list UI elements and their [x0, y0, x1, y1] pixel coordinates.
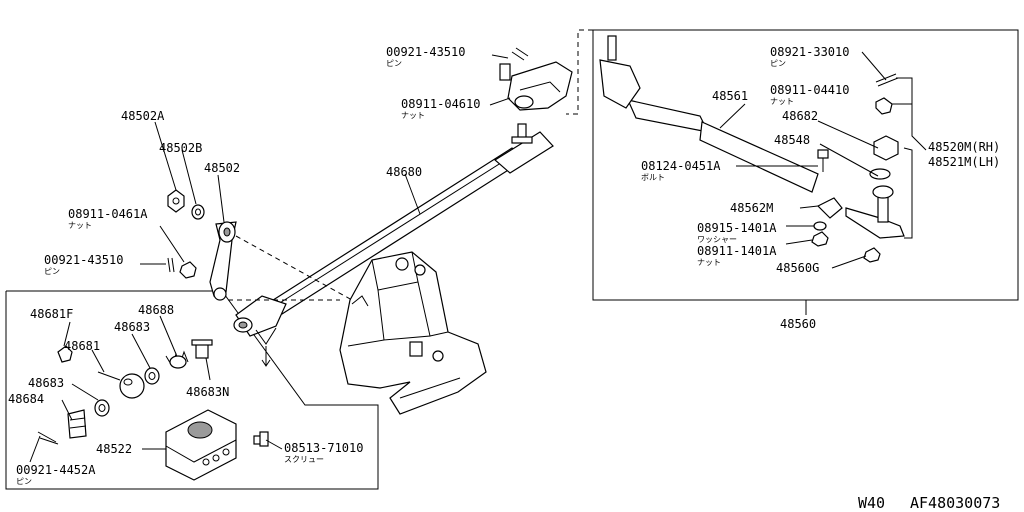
- washer-48502b: [191, 204, 205, 220]
- sublabel-s2: ナット: [401, 111, 425, 120]
- label-l16: 48522: [96, 442, 132, 456]
- label-l27: 48562M: [730, 201, 773, 215]
- label-l11: 48683: [114, 320, 150, 334]
- sublabel-s10: ワッシャー: [697, 235, 737, 244]
- label-l7: 08911-0461A: [68, 207, 148, 221]
- sublabel-s9: ボルト: [641, 173, 665, 182]
- label-l20: 08911-04410: [770, 83, 849, 97]
- seat-48683-upper: [144, 367, 160, 385]
- pitman-arm-48502: [209, 221, 237, 301]
- detail-arrow: [261, 346, 271, 367]
- label-l23: 48548: [774, 133, 810, 147]
- nut-08911-0461a: [179, 261, 197, 279]
- label-l30: 48560G: [776, 261, 819, 275]
- label-l13: 48683N: [186, 385, 229, 399]
- washer-08915-1401a: [813, 221, 827, 231]
- label-l12: 48681: [64, 339, 100, 353]
- sublabel-s1: ピン: [386, 59, 402, 68]
- pitman-dashed-link: [235, 235, 353, 301]
- label-l24: 48520M(RH): [928, 140, 1000, 154]
- label-l28: 08915-1401A: [697, 221, 777, 235]
- label-l2: 08911-04610: [401, 97, 480, 111]
- tie-rod-end-48520m: [845, 185, 905, 239]
- sublabel-s8: ナット: [770, 97, 794, 106]
- label-l26: 08124-0451A: [641, 159, 721, 173]
- knuckle-arm-upper: [499, 47, 573, 111]
- cotter-pin-left: [167, 257, 175, 273]
- label-l6: 48680: [386, 165, 422, 179]
- label-l22: 48682: [782, 109, 818, 123]
- nut-08911-04410: [875, 97, 893, 115]
- tie-rod-48561: [599, 35, 819, 193]
- right-frame-dashed-link: [566, 29, 593, 115]
- label-l10: 48688: [138, 303, 174, 317]
- label-l1: 00921-43510: [386, 45, 465, 59]
- label-l18: 00921-4452A: [16, 463, 96, 477]
- ball-stud-48681: [97, 371, 145, 399]
- label-l8: 00921-43510: [44, 253, 123, 267]
- dust-cap-48681f: [57, 345, 73, 363]
- sublabel-s11: ナット: [697, 258, 721, 267]
- boot-48684: [67, 409, 87, 439]
- cotter-pin-00921-4452a: [37, 431, 59, 445]
- nut-48560g: [863, 247, 881, 263]
- clip-48548-ring: [869, 168, 891, 180]
- label-l14: 48683: [28, 376, 64, 390]
- bolt-48548: [817, 149, 829, 172]
- nut-08911-1401a: [811, 231, 829, 247]
- label-l31: 48560: [780, 317, 816, 331]
- label-l5: 48502: [204, 161, 240, 175]
- clamp-48562m: [816, 197, 843, 219]
- label-l19: 08921-33010: [770, 45, 849, 59]
- sublabel-s5: スクリュー: [284, 455, 324, 464]
- label-l3: 48502A: [121, 109, 165, 123]
- label-l15: 48684: [8, 392, 44, 406]
- steering-gear-box: [339, 251, 487, 415]
- plug-48683n: [191, 339, 213, 359]
- sublabel-s6: ピン: [16, 477, 32, 486]
- footer-code: AF48030073: [910, 494, 1000, 512]
- part-labels: 00921-43510 08911-04610 48502A 48502B 48…: [8, 45, 1000, 477]
- footer-model: W40: [858, 494, 885, 512]
- leader-lines: [29, 51, 927, 463]
- nut-48502a: [167, 189, 185, 213]
- sublabel-s7: ピン: [770, 59, 786, 68]
- cotter-pin-08921-33010: [875, 73, 899, 87]
- sublabel-s3: ナット: [68, 221, 92, 230]
- label-l29: 08911-1401A: [697, 244, 777, 258]
- label-l21: 48561: [712, 89, 748, 103]
- nut-48682: [873, 135, 899, 161]
- spring-48688: [165, 350, 189, 369]
- label-l4: 48502B: [159, 141, 202, 155]
- label-l17: 08513-71010: [284, 441, 363, 455]
- label-l25: 48521M(LH): [928, 155, 1000, 169]
- seat-48683-lower: [94, 399, 110, 417]
- ball-joint-end: [233, 295, 287, 345]
- screw-08513-71010: [253, 431, 269, 447]
- part-sublabels: ピン ナット ナット ピン スクリュー ピン ピン ナット ボルト ワッシャー …: [16, 59, 794, 486]
- label-l9: 48681F: [30, 307, 73, 321]
- sublabel-s4: ピン: [44, 267, 60, 276]
- socket-48522: [165, 409, 237, 481]
